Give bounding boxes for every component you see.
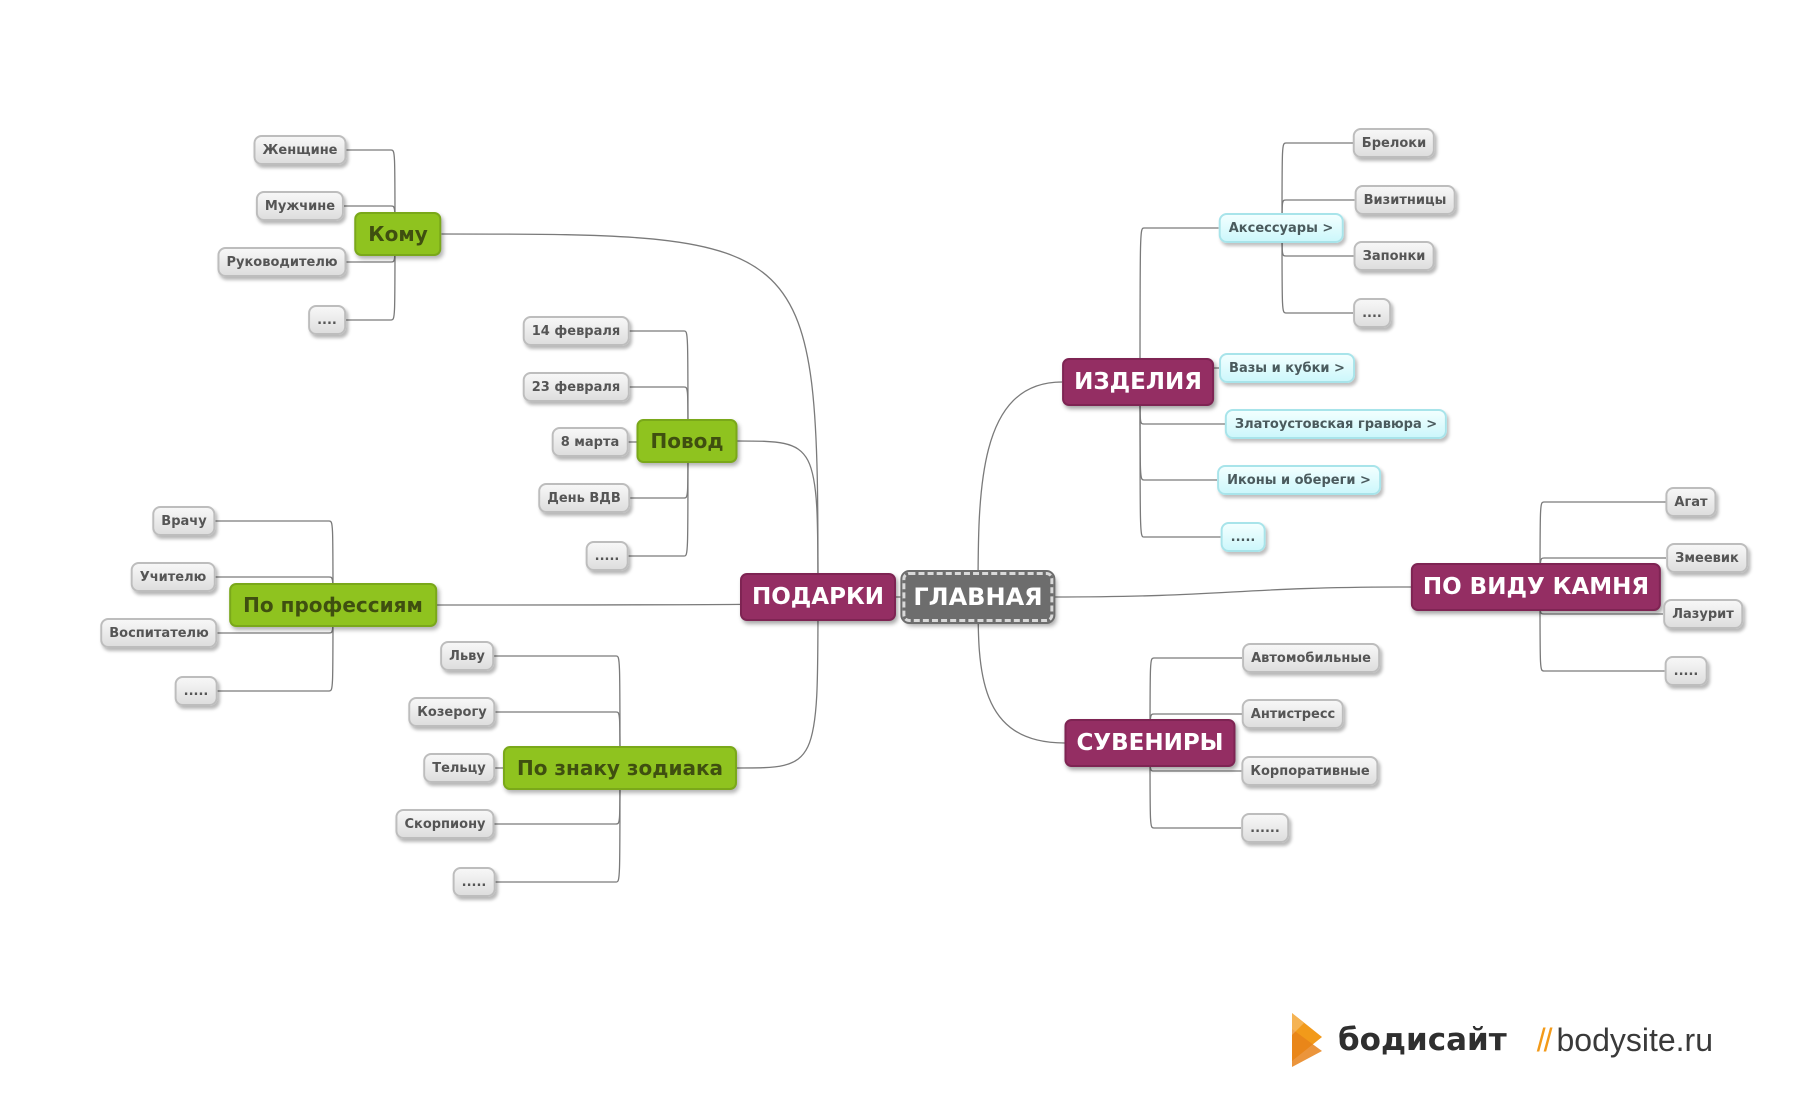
connector-aks-a1	[1281, 142, 1353, 229]
node-pr3[interactable]: Воспитателю	[100, 618, 218, 648]
node-sv4[interactable]: ......	[1241, 813, 1289, 843]
node-a3[interactable]: Запонки	[1353, 241, 1435, 271]
node-pr4[interactable]: .....	[174, 676, 218, 706]
node-p1[interactable]: 14 февраля	[522, 316, 630, 346]
connector-suveniry-sv4	[1149, 747, 1241, 829]
brand-separator: //	[1536, 1021, 1553, 1058]
node-p5[interactable]: .....	[585, 541, 629, 571]
node-z4[interactable]: Скорпиону	[395, 809, 495, 839]
connector-podarki-zodiak	[736, 596, 819, 769]
node-z1[interactable]: Льву	[440, 641, 494, 671]
connector-podarki-povod	[737, 440, 819, 598]
node-s2[interactable]: Змеевик	[1666, 543, 1748, 573]
node-ikony[interactable]: Иконы и обереги >	[1217, 465, 1381, 495]
connector-komu-k4	[346, 233, 396, 321]
connector-izdeliya-aks	[1139, 227, 1219, 393]
connector-povod-p5	[628, 440, 689, 557]
node-z2[interactable]: Козерогу	[408, 697, 496, 727]
node-p3[interactable]: 8 марта	[551, 427, 629, 457]
connector-prof-pr4	[217, 604, 334, 692]
node-k1[interactable]: Женщине	[253, 135, 347, 165]
node-a4[interactable]: ....	[1353, 298, 1391, 328]
node-izdeliya[interactable]: ИЗДЕЛИЯ	[1062, 358, 1214, 406]
connector-podarki-komu	[441, 233, 819, 598]
node-s1[interactable]: Агат	[1665, 487, 1717, 517]
node-aks[interactable]: Аксессуары >	[1218, 213, 1344, 243]
connector-aks-a4	[1281, 227, 1353, 314]
node-pr2[interactable]: Учителю	[130, 562, 216, 592]
node-sv2[interactable]: Антистресс	[1241, 699, 1345, 729]
node-suveniry[interactable]: СУВЕНИРЫ	[1064, 719, 1236, 767]
node-p4[interactable]: День ВДВ	[538, 483, 630, 513]
connector-kamen-s4	[1539, 593, 1665, 672]
node-povod[interactable]: Повод	[636, 419, 738, 463]
node-root[interactable]: ГЛАВНАЯ	[900, 570, 1056, 624]
node-sv3[interactable]: Корпоративные	[1241, 756, 1379, 786]
node-z3[interactable]: Тельцу	[423, 753, 495, 783]
brand-url: bodysite.ru	[1556, 1021, 1713, 1058]
connector-root-izdeliya	[977, 381, 1063, 598]
node-prof[interactable]: По профессиям	[229, 583, 437, 627]
bodysite-logo-icon	[1292, 1013, 1322, 1067]
brand-name: бодисайт	[1338, 1022, 1507, 1058]
node-grav[interactable]: Златоустовская гравюра >	[1224, 409, 1448, 439]
node-pr1[interactable]: Врачу	[152, 506, 216, 536]
connector-root-kamen	[1053, 586, 1412, 598]
node-zodiak[interactable]: По знаку зодиака	[502, 746, 738, 790]
connector-root-suveniry	[977, 596, 1065, 744]
node-k3[interactable]: Руководителю	[217, 247, 347, 277]
node-sv1[interactable]: Автомобильные	[1242, 643, 1380, 673]
node-a2[interactable]: Визитницы	[1354, 185, 1456, 215]
node-kamen[interactable]: ПО ВИДУ КАМНЯ	[1410, 563, 1662, 611]
node-izd5[interactable]: .....	[1220, 522, 1266, 552]
connector-izdeliya-izd5	[1139, 391, 1221, 538]
node-komu[interactable]: Кому	[354, 212, 442, 256]
brand-footer: бодисайт // bodysite.ru	[1290, 1010, 1713, 1070]
connector-zodiak-z5	[495, 767, 621, 883]
node-a1[interactable]: Брелоки	[1352, 128, 1436, 158]
node-k4[interactable]: ....	[308, 305, 346, 335]
node-z5[interactable]: .....	[452, 867, 496, 897]
node-vazy[interactable]: Вазы и кубки >	[1219, 353, 1355, 383]
node-p2[interactable]: 23 февраля	[522, 372, 630, 402]
connector-prof-pr1	[215, 520, 334, 606]
node-s3[interactable]: Лазурит	[1663, 599, 1743, 629]
node-k2[interactable]: Мужчине	[255, 191, 345, 221]
node-s4[interactable]: .....	[1664, 656, 1708, 686]
node-podarki[interactable]: ПОДАРКИ	[740, 573, 896, 621]
connector-komu-k1	[346, 149, 396, 235]
